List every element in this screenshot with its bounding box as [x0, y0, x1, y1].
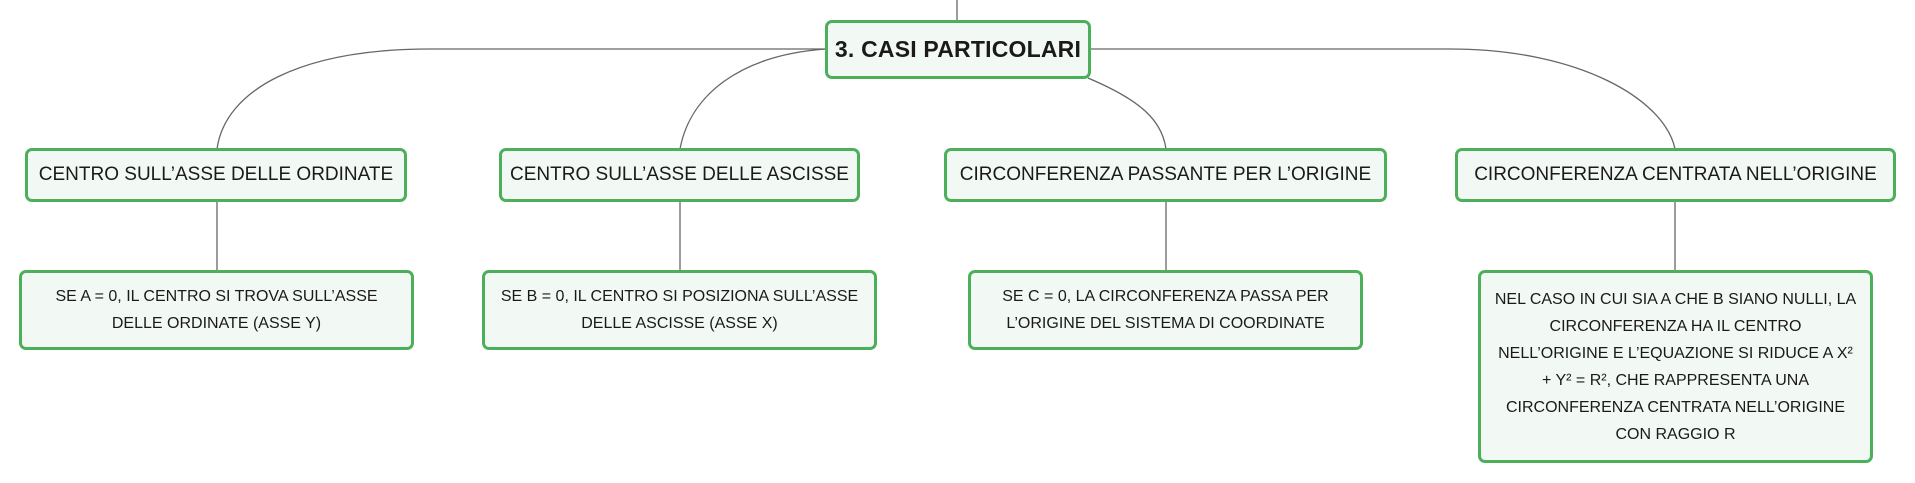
detail-text: SE C = 0, LA CIRCONFERENZA PASSA PER L’O…	[1002, 288, 1329, 332]
connector-root-topic-2	[679, 48, 827, 150]
detail-circonferenza-centrata-origine[interactable]: NEL CASO IN CUI SIA A CHE B SIANO NULLI,…	[1478, 270, 1873, 463]
topic-label: CENTRO SULL’ASSE DELLE ASCISSE	[510, 164, 849, 185]
detail-circonferenza-passante-origine[interactable]: SE C = 0, LA CIRCONFERENZA PASSA PER L’O…	[968, 270, 1363, 350]
detail-text: NEL CASO IN CUI SIA A CHE B SIANO NULLI,…	[1494, 290, 1857, 443]
connector-root-topic-1	[216, 48, 826, 150]
detail-text: SE A = 0, IL CENTRO SI TROVA SULL’ASSE D…	[55, 288, 378, 332]
root-topic-label: 3. CASI PARTICOLARI	[834, 36, 1082, 62]
topic-circonferenza-passante-origine[interactable]: CIRCONFERENZA PASSANTE PER L’ORIGINE	[944, 148, 1387, 202]
detail-centro-asse-ascisse[interactable]: SE B = 0, IL CENTRO SI POSIZIONA SULL’AS…	[482, 270, 877, 350]
topic-centro-asse-ascisse[interactable]: CENTRO SULL’ASSE DELLE ASCISSE	[499, 148, 860, 202]
detail-centro-asse-ordinate[interactable]: SE A = 0, IL CENTRO SI TROVA SULL’ASSE D…	[19, 270, 414, 350]
root-topic[interactable]: 3. CASI PARTICOLARI	[825, 20, 1091, 79]
topic-label: CENTRO SULL’ASSE DELLE ORDINATE	[38, 164, 394, 185]
topic-centro-asse-ordinate[interactable]: CENTRO SULL’ASSE DELLE ORDINATE	[25, 148, 407, 202]
connector-root-topic-4	[1090, 48, 1676, 150]
connector-root-topic-3	[1087, 77, 1167, 150]
topic-circonferenza-centrata-origine[interactable]: CIRCONFERENZA CENTRATA NELL’ORIGINE	[1455, 148, 1896, 202]
topic-label: CIRCONFERENZA CENTRATA NELL’ORIGINE	[1474, 164, 1877, 185]
detail-text: SE B = 0, IL CENTRO SI POSIZIONA SULL’AS…	[500, 288, 859, 332]
topic-label: CIRCONFERENZA PASSANTE PER L’ORIGINE	[959, 164, 1372, 185]
